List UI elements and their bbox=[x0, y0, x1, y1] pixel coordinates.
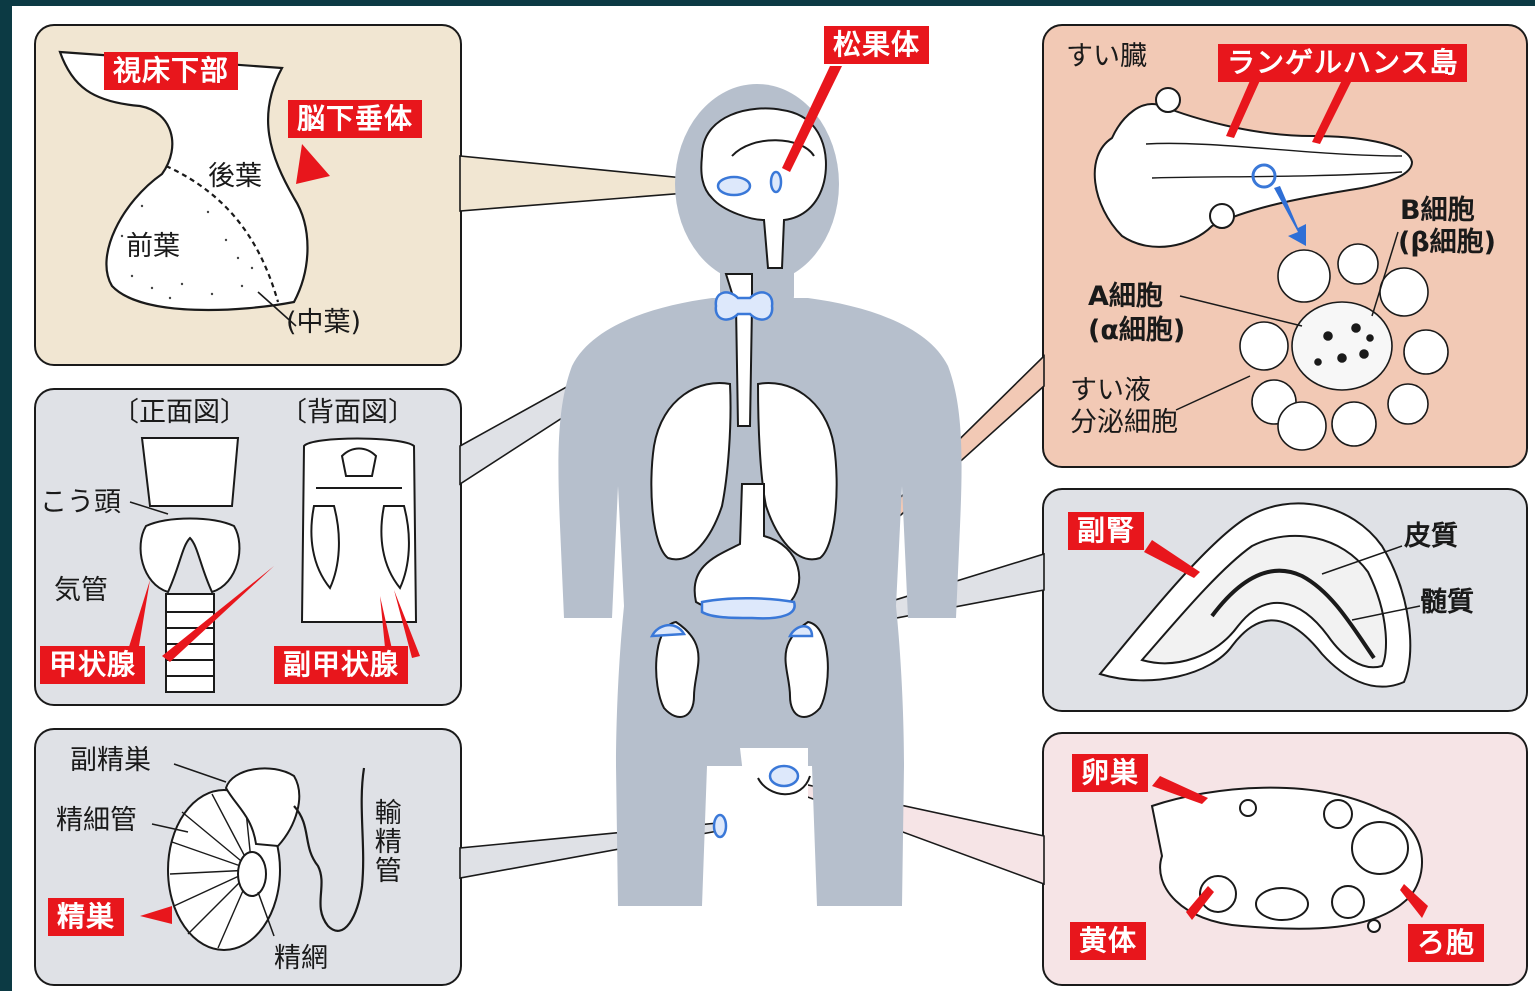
corpus-luteum-tag: 黄体 bbox=[1070, 922, 1146, 960]
pituitary-tag: 脳下垂体 bbox=[288, 100, 422, 138]
beta-cell-label: (β細胞) bbox=[1398, 228, 1496, 258]
rete-testis-label: 精網 bbox=[274, 944, 328, 974]
acinar-cell-label-2: 分泌細胞 bbox=[1070, 408, 1178, 438]
thyroid-back-drawing bbox=[302, 439, 416, 623]
posterior-lobe-label: 後葉 bbox=[208, 162, 262, 192]
adrenal-drawing bbox=[1100, 503, 1410, 686]
testis-gland bbox=[714, 815, 726, 837]
islets-tag: ランゲルハンス島 bbox=[1218, 44, 1467, 82]
back-view-label: 〔背面図〕 bbox=[280, 398, 415, 428]
b-cell-label: B細胞 bbox=[1400, 196, 1475, 226]
ovary-tag: 卵巣 bbox=[1072, 754, 1148, 792]
adrenal-tag: 副腎 bbox=[1068, 512, 1144, 550]
pituitary-drawing bbox=[60, 52, 308, 310]
medulla-label: 髄質 bbox=[1420, 588, 1474, 618]
epididymis-label: 副精巣 bbox=[70, 746, 151, 776]
trachea-label: 気管 bbox=[54, 576, 108, 606]
acinar-cell-label-1: すい液 bbox=[1070, 376, 1151, 406]
pancreas-gland bbox=[702, 598, 795, 618]
parathyroid-tag: 副甲状腺 bbox=[274, 646, 408, 684]
islet-cross-section bbox=[1240, 244, 1448, 450]
pituitary-pointer bbox=[296, 144, 330, 184]
testis-drawing bbox=[168, 768, 364, 950]
testis-pointer bbox=[140, 906, 172, 924]
follicle-tag: ろ胞 bbox=[1408, 924, 1484, 962]
alpha-cell-label: (α細胞) bbox=[1088, 316, 1185, 346]
pituitary-gland bbox=[718, 177, 750, 195]
diagram-drawing bbox=[12, 6, 1535, 991]
vas-deferens-tube bbox=[294, 768, 364, 931]
front-view-label: 〔正面図〕 bbox=[112, 398, 247, 428]
hypothalamus-tag: 視床下部 bbox=[104, 52, 238, 90]
larynx-label: こう頭 bbox=[40, 488, 121, 518]
seminiferous-tubule-label: 精細管 bbox=[56, 806, 137, 836]
cortex-label: 皮質 bbox=[1404, 522, 1458, 552]
pineal-gland bbox=[771, 172, 781, 192]
diagram-canvas: 視床下部 脳下垂体 後葉 前葉 (中葉) 〔正面図〕 〔背面図〕 こう頭 気管 … bbox=[12, 6, 1535, 991]
adrenal-pointer bbox=[1144, 540, 1200, 578]
thyroid-front-drawing bbox=[141, 438, 240, 692]
thyroid-tag: 甲状腺 bbox=[40, 646, 145, 684]
pancreas-label: すい臓 bbox=[1066, 42, 1147, 72]
pineal-tag: 松果体 bbox=[824, 26, 929, 64]
testis-tag: 精巣 bbox=[48, 898, 124, 936]
vas-deferens-label: 輸精管 bbox=[370, 798, 400, 885]
pelvis-region bbox=[740, 748, 808, 852]
ovary-gland bbox=[770, 766, 798, 786]
middle-lobe-label: (中葉) bbox=[286, 308, 361, 338]
pancreas-drawing bbox=[1095, 88, 1412, 247]
a-cell-label: A細胞 bbox=[1088, 282, 1163, 312]
anterior-lobe-label: 前葉 bbox=[126, 232, 180, 262]
